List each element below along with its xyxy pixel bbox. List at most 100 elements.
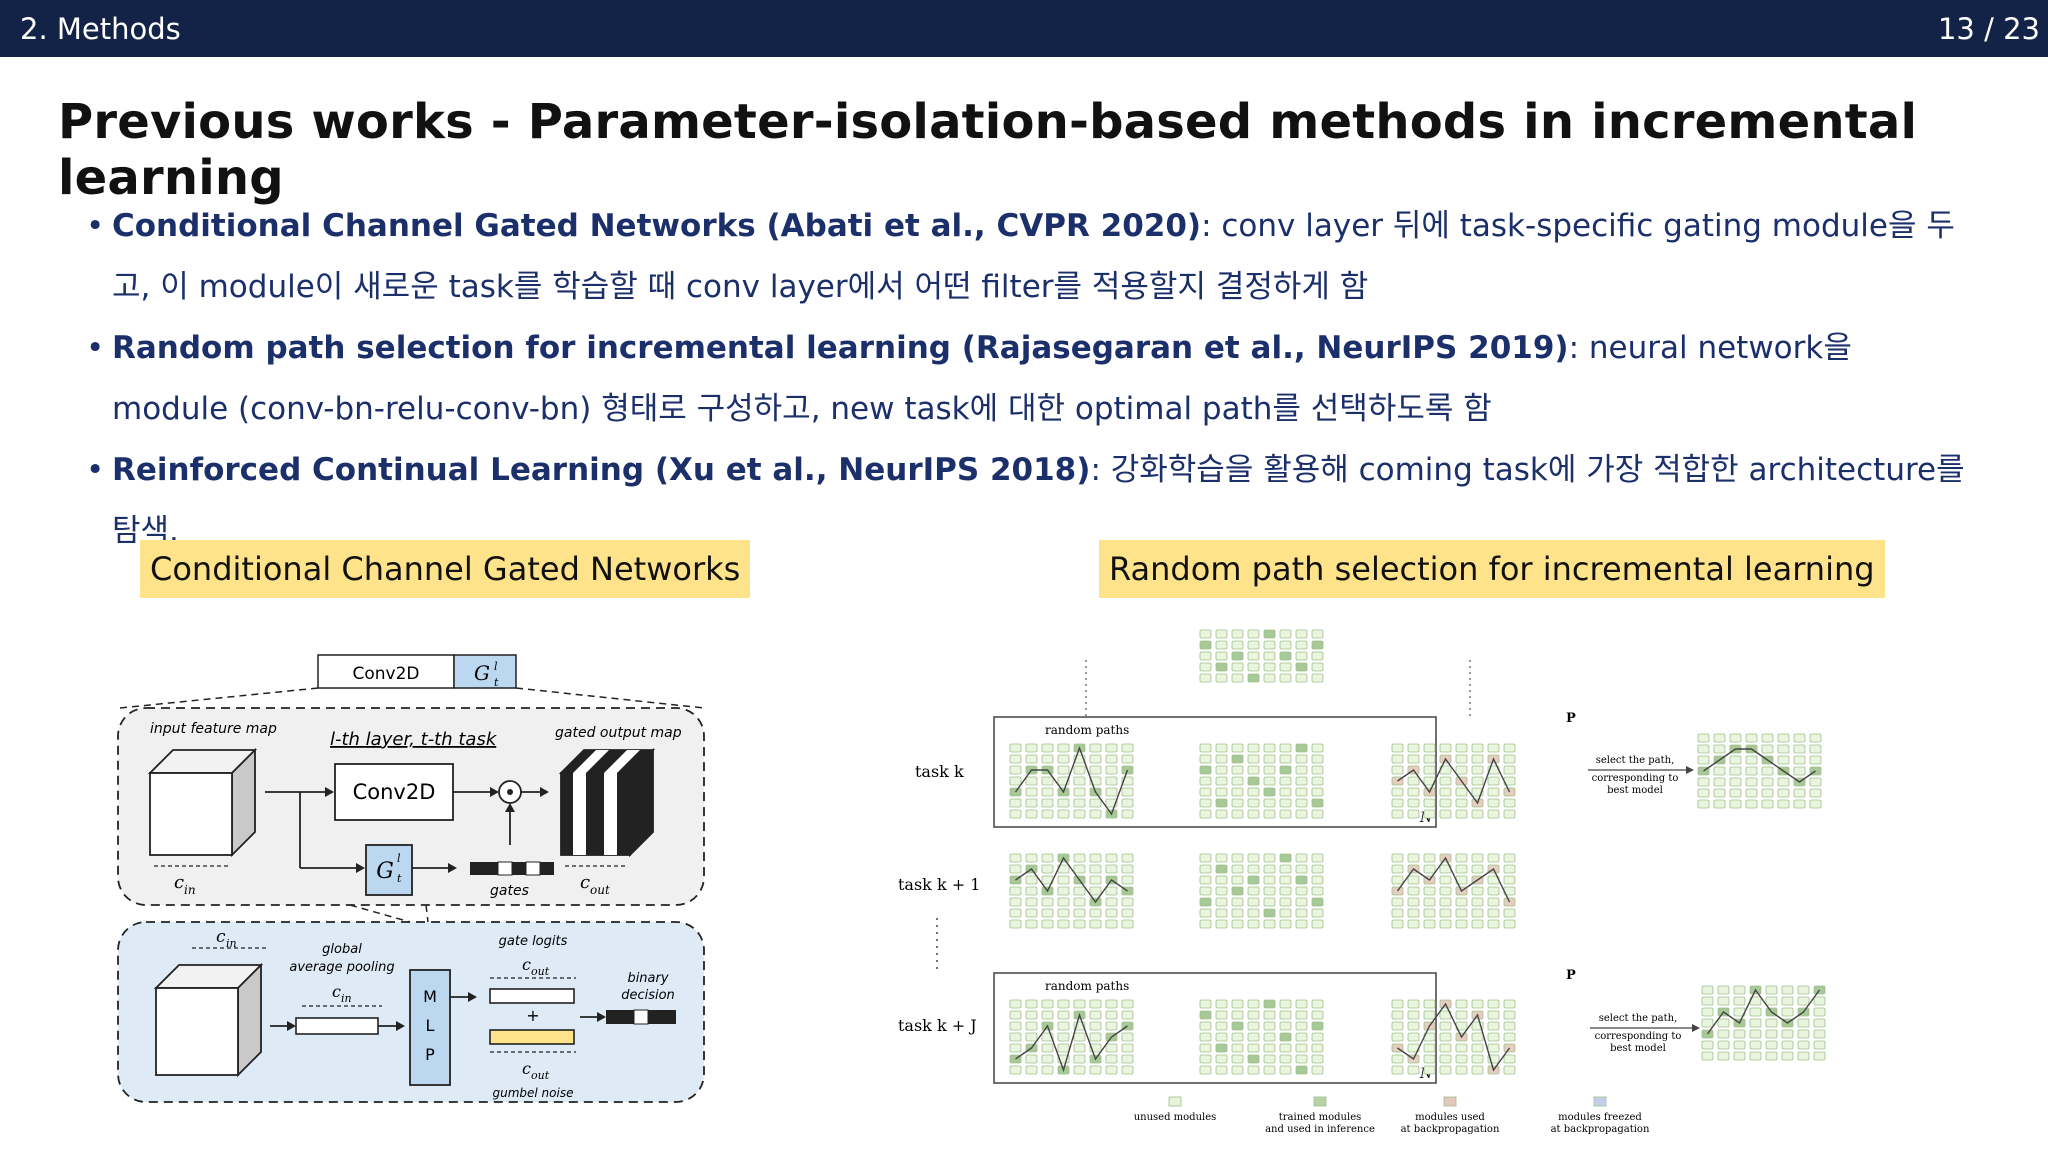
module-cell bbox=[1057, 1021, 1070, 1031]
module-cell bbox=[1487, 798, 1500, 808]
module-cell bbox=[1121, 1043, 1134, 1053]
module-cell bbox=[1423, 798, 1436, 808]
path-line bbox=[1015, 1012, 1128, 1073]
module-cell bbox=[1009, 776, 1022, 786]
module-cell bbox=[1041, 798, 1054, 808]
module-cell bbox=[1215, 787, 1228, 797]
module-cell bbox=[1423, 1010, 1436, 1020]
module-cell bbox=[1717, 1018, 1730, 1028]
gate-top-sup: l bbox=[494, 660, 498, 673]
module-cell bbox=[1263, 754, 1276, 764]
module-cell bbox=[1813, 1051, 1826, 1061]
module-cell bbox=[1057, 1043, 1070, 1053]
module-cell bbox=[1025, 919, 1038, 929]
module-cell bbox=[1391, 1065, 1404, 1075]
module-cell bbox=[1455, 1065, 1468, 1075]
module-cell bbox=[1057, 919, 1070, 929]
module-cell bbox=[1263, 875, 1276, 885]
module-cell bbox=[1809, 777, 1822, 787]
module-cell bbox=[1073, 765, 1086, 775]
module-cell bbox=[1797, 985, 1810, 995]
module-cell bbox=[1279, 629, 1292, 639]
module-cell bbox=[1503, 765, 1516, 775]
module-cell bbox=[1009, 897, 1022, 907]
arrowhead bbox=[490, 787, 499, 797]
module-cell bbox=[1295, 809, 1308, 819]
module-cell bbox=[1423, 1054, 1436, 1064]
module-cell bbox=[1215, 1054, 1228, 1064]
module-cell bbox=[1813, 1018, 1826, 1028]
module-cell bbox=[1749, 1029, 1762, 1039]
module-cell bbox=[1231, 809, 1244, 819]
select-text-6: best model bbox=[1610, 1043, 1666, 1054]
module-cell bbox=[1471, 743, 1484, 753]
module-cell bbox=[1073, 919, 1086, 929]
module-cell bbox=[1025, 1054, 1038, 1064]
module-cell bbox=[1025, 754, 1038, 764]
module-cell bbox=[1311, 651, 1324, 661]
module-cell bbox=[1279, 1032, 1292, 1042]
module-cell bbox=[1041, 1065, 1054, 1075]
gates-bar bbox=[470, 861, 554, 876]
mlp-box bbox=[409, 969, 451, 1086]
module-cell bbox=[1455, 1043, 1468, 1053]
module-cell bbox=[1701, 985, 1714, 995]
module-cell bbox=[1215, 999, 1228, 1009]
module-cell bbox=[1247, 1032, 1260, 1042]
module-cell bbox=[1295, 919, 1308, 929]
module-cell bbox=[1105, 1010, 1118, 1020]
path-line bbox=[1706, 988, 1821, 1035]
module-cell bbox=[1455, 809, 1468, 819]
pooled-vector bbox=[295, 1017, 379, 1035]
module-cell bbox=[1761, 733, 1774, 743]
module-cell bbox=[1423, 999, 1436, 1009]
module-cell bbox=[1105, 776, 1118, 786]
module-cell bbox=[1025, 908, 1038, 918]
path-line bbox=[1396, 856, 1511, 903]
module-cell bbox=[1697, 788, 1710, 798]
task-kJ-frame bbox=[993, 972, 1437, 1084]
module-cell bbox=[1777, 777, 1790, 787]
module-cell bbox=[1503, 875, 1516, 885]
module-cell bbox=[1295, 908, 1308, 918]
module-cell bbox=[1057, 908, 1070, 918]
module-cell bbox=[1697, 733, 1710, 743]
module-cell bbox=[1455, 787, 1468, 797]
module-cell bbox=[1279, 999, 1292, 1009]
module-cell bbox=[1279, 809, 1292, 819]
module-cell bbox=[1295, 798, 1308, 808]
module-cell bbox=[1793, 799, 1806, 809]
module-cell bbox=[1215, 673, 1228, 683]
module-cell bbox=[1247, 853, 1260, 863]
layer-task-label: l-th layer, t-th task bbox=[330, 729, 498, 750]
module-cell bbox=[1765, 1018, 1778, 1028]
module-cell bbox=[1231, 776, 1244, 786]
module-cell bbox=[1089, 1065, 1102, 1075]
module-cell bbox=[1439, 1043, 1452, 1053]
bullet-text: : conv layer 뒤에 task-specific gating mod… bbox=[112, 208, 1955, 305]
arrowhead bbox=[468, 992, 477, 1002]
module-cell bbox=[1311, 640, 1324, 650]
module-cell bbox=[1745, 766, 1758, 776]
module-cell bbox=[1717, 1051, 1730, 1061]
module-cell bbox=[1407, 853, 1420, 863]
module-cell bbox=[1423, 908, 1436, 918]
module-cell bbox=[1439, 1054, 1452, 1064]
module-cell bbox=[1487, 999, 1500, 1009]
module-cell bbox=[1199, 1043, 1212, 1053]
module-cell bbox=[1247, 673, 1260, 683]
module-cell bbox=[1749, 1051, 1762, 1061]
module-cell bbox=[1073, 853, 1086, 863]
module-cell bbox=[1263, 864, 1276, 874]
module-cell bbox=[1439, 897, 1452, 907]
select-text-1: select the path, bbox=[1596, 755, 1675, 766]
cin-sub: in bbox=[184, 883, 196, 897]
module-cell bbox=[1279, 673, 1292, 683]
arrowhead bbox=[287, 1021, 296, 1031]
bullet-bold: Reinforced Continual Learning (Xu et al.… bbox=[112, 452, 1091, 488]
binary-label: binary bbox=[627, 971, 668, 986]
module-cell bbox=[1263, 798, 1276, 808]
zoom-line-left bbox=[349, 904, 411, 923]
module-cell bbox=[1263, 919, 1276, 929]
arrowhead bbox=[505, 803, 515, 812]
